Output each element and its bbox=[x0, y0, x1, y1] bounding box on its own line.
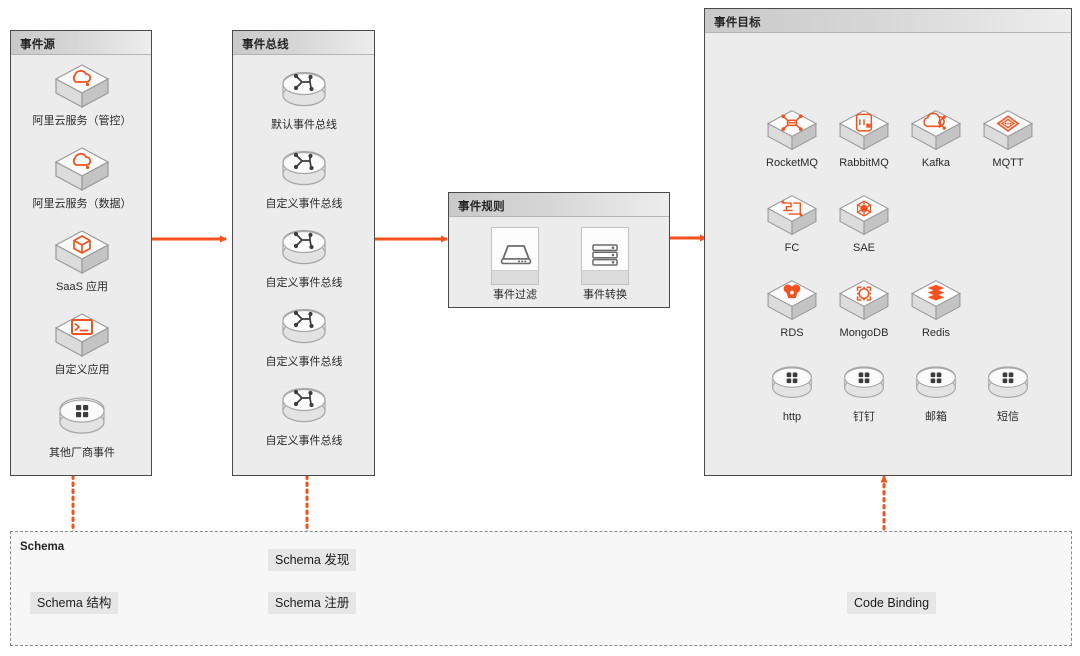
schema-region bbox=[10, 531, 1072, 646]
node-custom-event-bus-2[interactable]: 自定义事件总线 bbox=[254, 225, 354, 290]
cube-fc-icon bbox=[766, 195, 818, 236]
node-label: http bbox=[782, 411, 802, 423]
node-label: FC bbox=[784, 242, 800, 254]
cube-rds-icon bbox=[766, 280, 818, 321]
node-event-transform[interactable]: 事件转换 bbox=[565, 227, 645, 302]
node-custom-event-bus-3[interactable]: 自定义事件总线 bbox=[254, 304, 354, 369]
node-label: 自定义事件总线 bbox=[265, 435, 343, 447]
cube-terminal-icon bbox=[54, 313, 110, 358]
node-label: 自定义事件总线 bbox=[265, 198, 343, 210]
node-label: 阿里云服务（管控） bbox=[32, 115, 132, 127]
cube-cloud-service-icon bbox=[54, 147, 110, 192]
node-custom-event-bus-1[interactable]: 自定义事件总线 bbox=[254, 146, 354, 211]
node-email[interactable]: 邮箱 bbox=[897, 361, 975, 424]
cube-mongodb-icon bbox=[838, 280, 890, 321]
cylinder-bus-icon bbox=[282, 150, 326, 186]
node-label: Redis bbox=[921, 327, 951, 339]
node-http[interactable]: http bbox=[753, 361, 831, 424]
node-event-filter[interactable]: 事件过滤 bbox=[475, 227, 555, 302]
node-mqtt[interactable]: MQTT bbox=[969, 107, 1047, 170]
schema-region-title: Schema bbox=[20, 541, 65, 553]
node-label: 短信 bbox=[997, 411, 1019, 423]
panel-event-target: 事件目标 RocketMQ bbox=[704, 8, 1072, 476]
node-label: SaaS 应用 bbox=[56, 281, 108, 293]
node-dingtalk[interactable]: 钉钉 bbox=[825, 361, 903, 424]
cylinder-grid-icon bbox=[916, 366, 956, 398]
cylinder-grid-icon bbox=[844, 366, 884, 398]
node-label: 其他厂商事件 bbox=[49, 447, 115, 459]
cube-package-icon bbox=[54, 230, 110, 275]
node-label: 邮箱 bbox=[925, 411, 947, 423]
card-filter-icon bbox=[491, 227, 539, 285]
node-custom-app[interactable]: 自定义应用 bbox=[32, 310, 132, 377]
node-label: 自定义应用 bbox=[54, 364, 110, 376]
node-label: 自定义事件总线 bbox=[265, 277, 343, 289]
node-kafka[interactable]: Kafka bbox=[897, 107, 975, 170]
node-label: RocketMQ bbox=[766, 157, 818, 169]
node-label: Kafka bbox=[921, 157, 951, 169]
schema-box-schema-register[interactable]: Schema 注册 bbox=[268, 592, 357, 614]
panel-event-bus: 事件总线 默认事件总线 bbox=[232, 30, 375, 476]
node-label: RDS bbox=[780, 327, 804, 339]
node-fc[interactable]: FC bbox=[753, 192, 831, 255]
node-rocketmq[interactable]: RocketMQ bbox=[753, 107, 831, 170]
node-other-vendor-events[interactable]: 其他厂商事件 bbox=[32, 393, 132, 460]
panel-header bbox=[233, 31, 374, 55]
node-sms[interactable]: 短信 bbox=[969, 361, 1047, 424]
node-default-event-bus[interactable]: 默认事件总线 bbox=[254, 67, 354, 132]
node-label: 默认事件总线 bbox=[271, 119, 337, 131]
node-aliyun-service-data[interactable]: 阿里云服务（数据） bbox=[32, 144, 132, 211]
node-label: 事件过滤 bbox=[493, 289, 537, 301]
cube-cloud-service-icon bbox=[54, 64, 110, 109]
cylinder-bus-icon bbox=[282, 229, 326, 265]
node-label: MongoDB bbox=[839, 327, 889, 339]
node-saas-app[interactable]: SaaS 应用 bbox=[32, 227, 132, 294]
node-aliyun-service-control[interactable]: 阿里云服务（管控） bbox=[32, 61, 132, 128]
schema-box-schema-discovery[interactable]: Schema 发现 bbox=[268, 549, 357, 571]
cube-rocketmq-icon bbox=[766, 110, 818, 151]
cylinder-bus-icon bbox=[282, 387, 326, 423]
node-custom-event-bus-4[interactable]: 自定义事件总线 bbox=[254, 383, 354, 448]
node-label: 阿里云服务（数据） bbox=[32, 198, 132, 210]
node-redis[interactable]: Redis bbox=[897, 277, 975, 340]
schema-box-schema-structure[interactable]: Schema 结构 bbox=[30, 592, 119, 614]
cube-redis-icon bbox=[910, 280, 962, 321]
panel-header bbox=[449, 193, 669, 217]
card-transform-icon bbox=[581, 227, 629, 285]
panel-title-event-rule: 事件规则 bbox=[458, 201, 505, 213]
schema-box-code-binding[interactable]: Code Binding bbox=[847, 592, 937, 614]
cube-rabbitmq-icon bbox=[838, 110, 890, 151]
panel-title-event-bus: 事件总线 bbox=[242, 39, 289, 51]
panel-header bbox=[705, 9, 1071, 33]
cylinder-grid-icon bbox=[59, 397, 105, 434]
node-mongodb[interactable]: MongoDB bbox=[825, 277, 903, 340]
panel-title-event-source: 事件源 bbox=[20, 39, 56, 51]
card-strip bbox=[582, 270, 628, 284]
panel-event-rule: 事件规则 事件过滤 bbox=[448, 192, 670, 308]
panel-title-event-target: 事件目标 bbox=[714, 17, 761, 29]
cylinder-grid-icon bbox=[988, 366, 1028, 398]
cylinder-bus-icon bbox=[282, 308, 326, 344]
node-label: MQTT bbox=[992, 157, 1024, 169]
panel-header bbox=[11, 31, 151, 55]
node-sae[interactable]: SAE bbox=[825, 192, 903, 255]
node-label: 自定义事件总线 bbox=[265, 356, 343, 368]
card-strip bbox=[492, 270, 538, 284]
cylinder-bus-icon bbox=[282, 71, 326, 107]
panel-event-source: 事件源 阿里云服务（管控） bbox=[10, 30, 152, 476]
node-label: 事件转换 bbox=[583, 289, 627, 301]
node-label: RabbitMQ bbox=[839, 157, 889, 169]
node-rds[interactable]: RDS bbox=[753, 277, 831, 340]
cube-mqtt-icon bbox=[982, 110, 1034, 151]
node-label: 钉钉 bbox=[853, 411, 875, 423]
cube-sae-icon bbox=[838, 195, 890, 236]
node-label: SAE bbox=[852, 242, 875, 254]
cube-kafka-icon bbox=[910, 110, 962, 151]
cylinder-grid-icon bbox=[772, 366, 812, 398]
node-rabbitmq[interactable]: RabbitMQ bbox=[825, 107, 903, 170]
